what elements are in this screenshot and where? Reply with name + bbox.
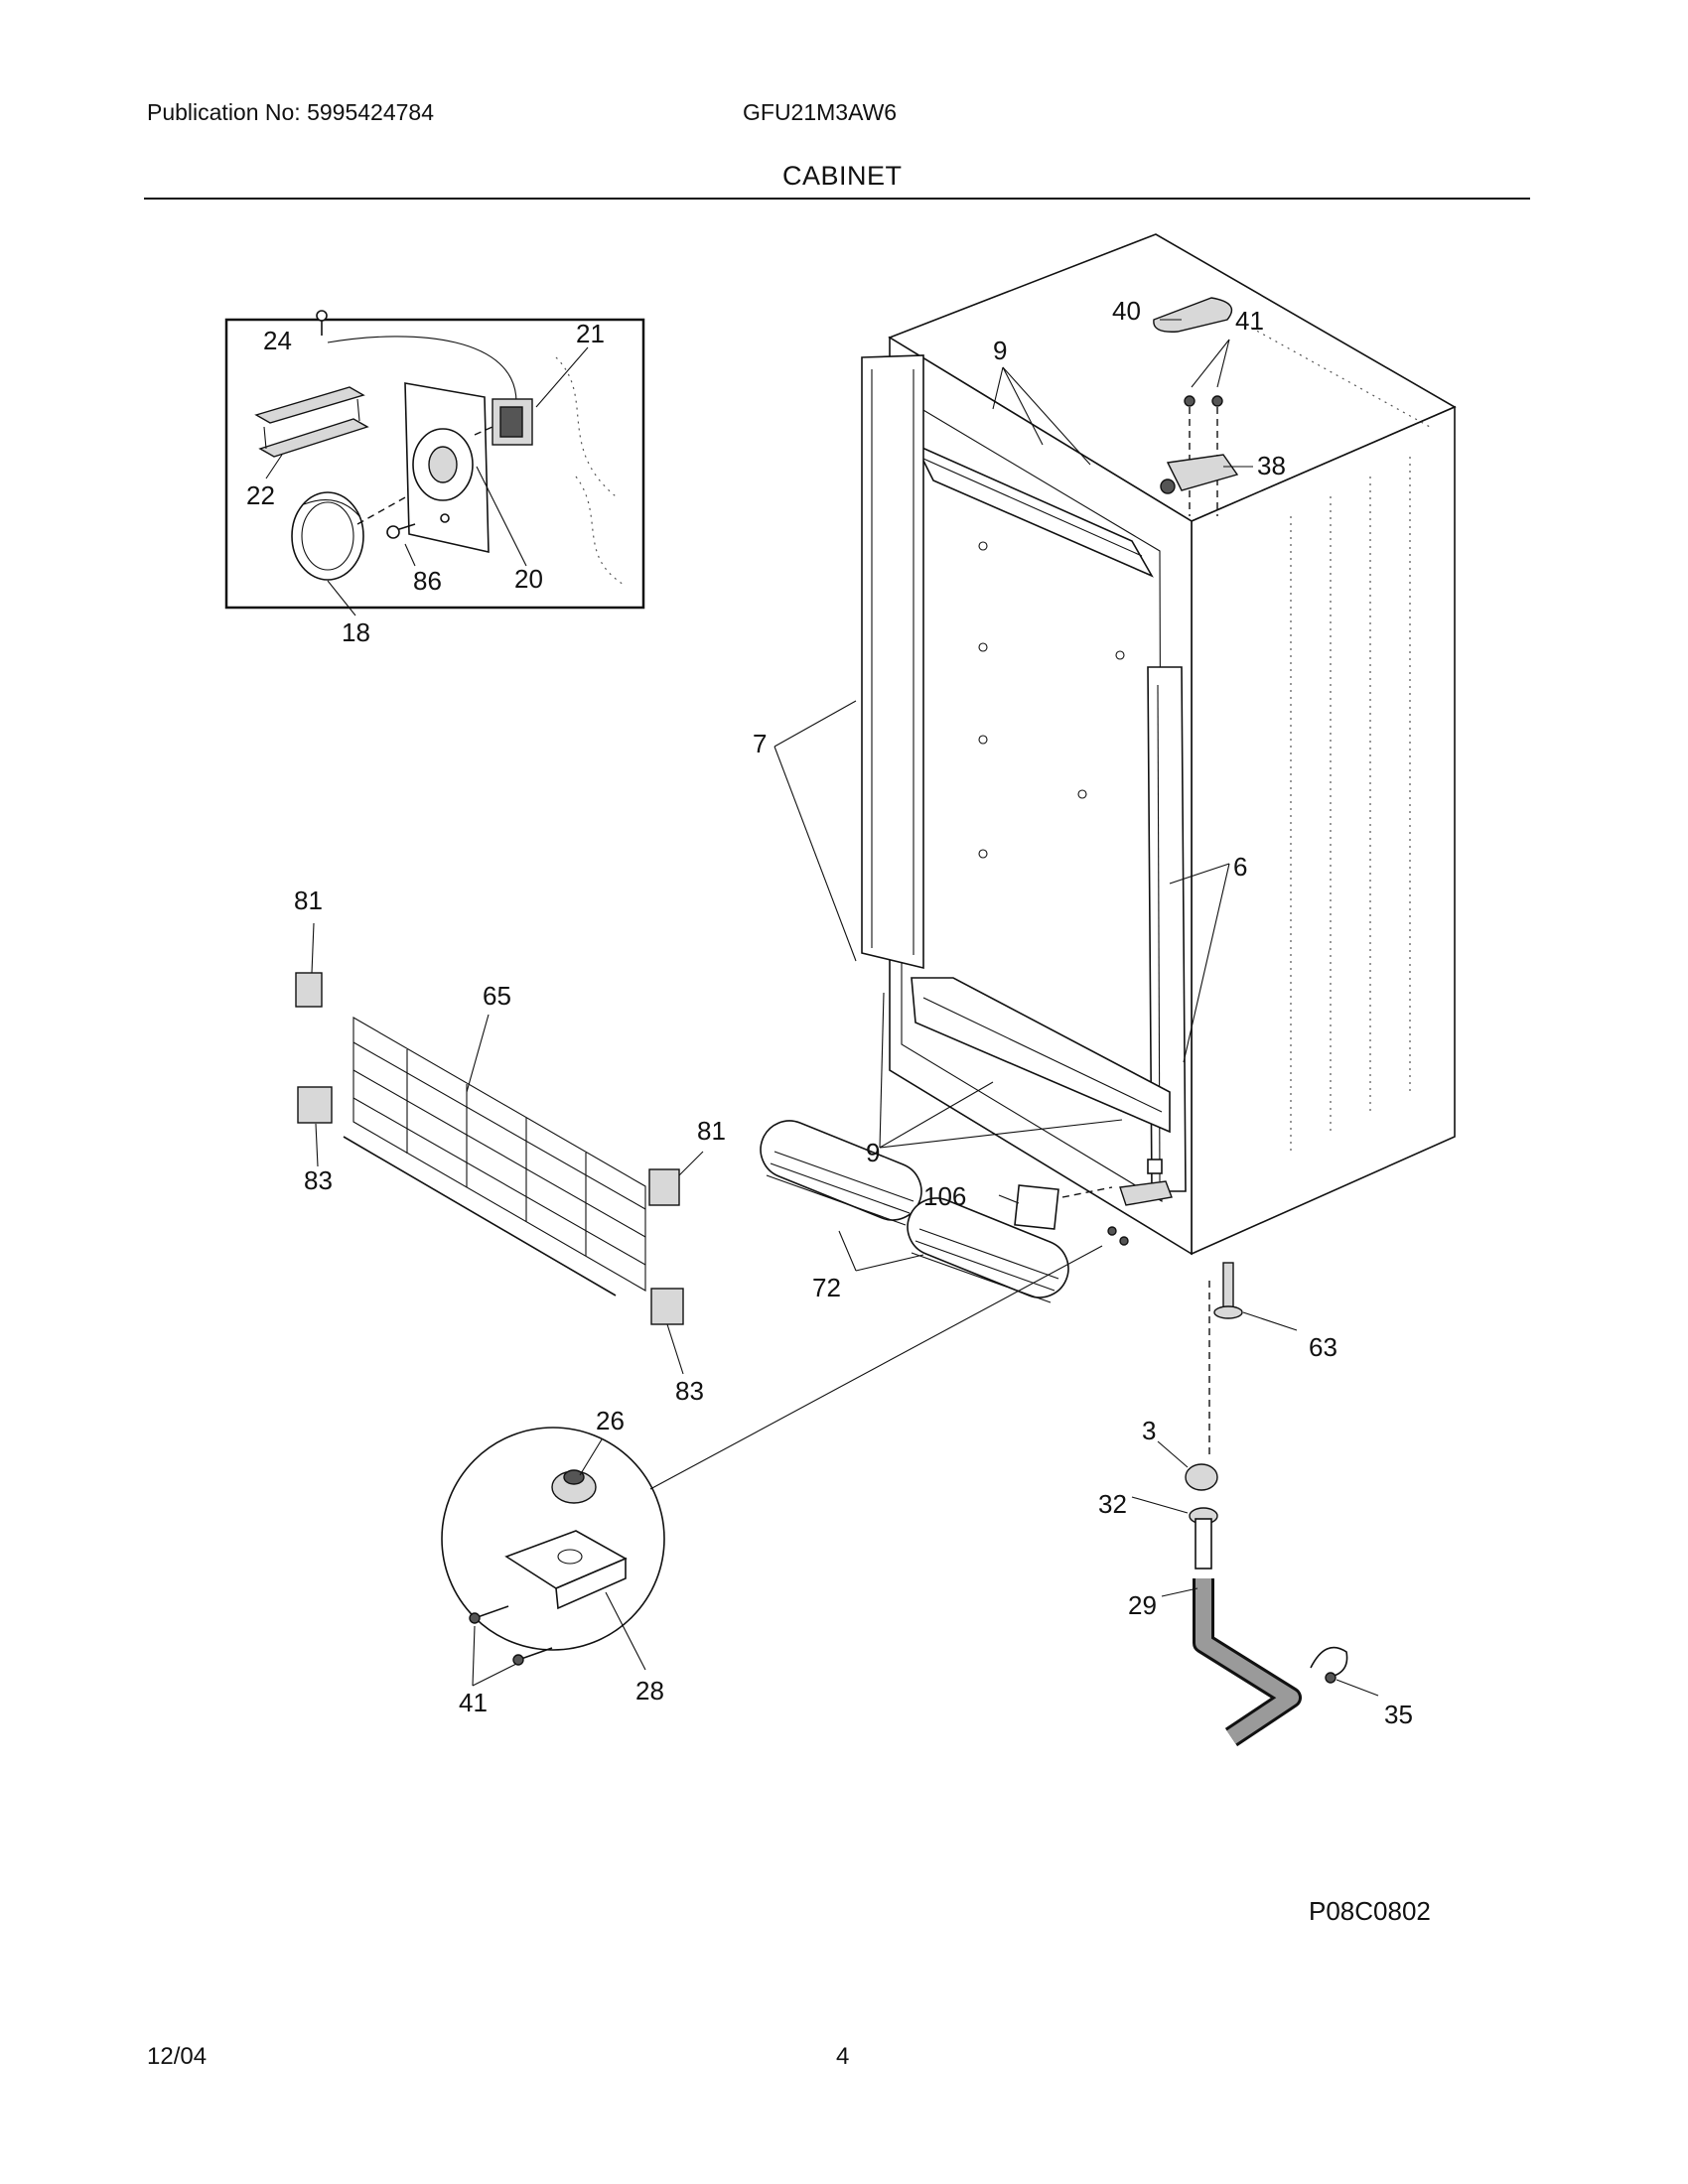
callout-35: 35: [1384, 1700, 1413, 1729]
basket-support-part-83-right: [650, 1288, 684, 1325]
callout-24: 24: [263, 326, 292, 355]
callout-41-top: 41: [1235, 306, 1264, 336]
callout-40: 40: [1112, 296, 1141, 326]
plug-part-3: [1185, 1463, 1218, 1491]
section-title: CABINET: [782, 161, 903, 191]
callout-38: 38: [1257, 451, 1286, 480]
callout-20: 20: [514, 564, 543, 594]
callout-18: 18: [342, 617, 370, 647]
drain-spout-part-32: [1189, 1507, 1218, 1570]
grille-part-72-left: [760, 1120, 922, 1226]
callout-3: 3: [1142, 1416, 1156, 1445]
breaker-strip-part-9-top: [914, 443, 1154, 578]
callout-7: 7: [753, 729, 767, 758]
callout-72: 72: [812, 1273, 841, 1302]
hinge-cover-part-40: [1153, 297, 1233, 333]
cabinet-body: [888, 233, 1457, 1256]
callout-28: 28: [635, 1676, 664, 1706]
clamp-part-35: [1310, 1646, 1348, 1684]
breaker-strip-part-7: [861, 354, 924, 970]
callout-21: 21: [576, 319, 605, 348]
bottom-hinge-assembly: [1107, 1159, 1173, 1246]
callout-83-left: 83: [304, 1165, 333, 1195]
basket-part-65: [343, 1017, 646, 1297]
pad-part-106: [1014, 1184, 1113, 1230]
callout-26: 26: [596, 1406, 625, 1435]
page-number: 4: [836, 2043, 850, 2070]
callout-86: 86: [413, 566, 442, 596]
publication-number: Publication No: 5995424784: [147, 99, 435, 125]
bracket-part-22: [254, 386, 369, 458]
thermostat-part-21: [474, 398, 533, 446]
bolt-part-63: [1213, 1262, 1243, 1319]
breaker-strip-part-6: [1147, 666, 1187, 1192]
breaker-strip-part-9-bottom: [911, 977, 1171, 1134]
header-divider: [144, 198, 1530, 200]
hinge-pin-part-26: [551, 1469, 597, 1504]
screw-part-24: [316, 310, 328, 336]
basket-support-part-81-left: [295, 972, 323, 1008]
basket-support-part-81-right: [648, 1168, 680, 1206]
callout-6: 6: [1233, 852, 1247, 882]
screws-part-41-bottom: [469, 1605, 553, 1666]
drawing-code: P08C0802: [1309, 1896, 1431, 1926]
callout-9-top: 9: [993, 336, 1007, 365]
callout-41-bottom: 41: [459, 1688, 488, 1717]
leader-lines: [311, 319, 1379, 1697]
screw-part-86: [386, 523, 416, 539]
hinge-part-38: [1160, 454, 1239, 494]
mounting-plate-part-20: [404, 382, 490, 554]
hinge-bracket-part-28: [504, 1530, 628, 1610]
grille-part-72-right: [907, 1197, 1069, 1303]
callout-83-right: 83: [675, 1376, 704, 1406]
callout-63: 63: [1309, 1332, 1337, 1362]
callout-81-left: 81: [294, 886, 323, 915]
knob-part-18: [291, 491, 408, 581]
callout-106: 106: [923, 1181, 966, 1211]
callout-32: 32: [1098, 1489, 1127, 1519]
callout-81-right: 81: [697, 1116, 726, 1146]
callout-29: 29: [1128, 1590, 1157, 1620]
callout-22: 22: [246, 480, 275, 510]
inset-control-assembly: [224, 310, 645, 616]
footer-date: 12/04: [147, 2043, 208, 2070]
model-number: GFU21M3AW6: [743, 99, 898, 125]
drain-hose-part-29: [1193, 1578, 1302, 1747]
liner-screw-holes: [978, 541, 1125, 859]
detail-circle-bottom-hinge: [441, 1245, 1103, 1666]
basket-support-part-83-left: [297, 1086, 333, 1124]
callout-9-bottom: 9: [866, 1138, 880, 1167]
callout-65: 65: [483, 981, 511, 1011]
